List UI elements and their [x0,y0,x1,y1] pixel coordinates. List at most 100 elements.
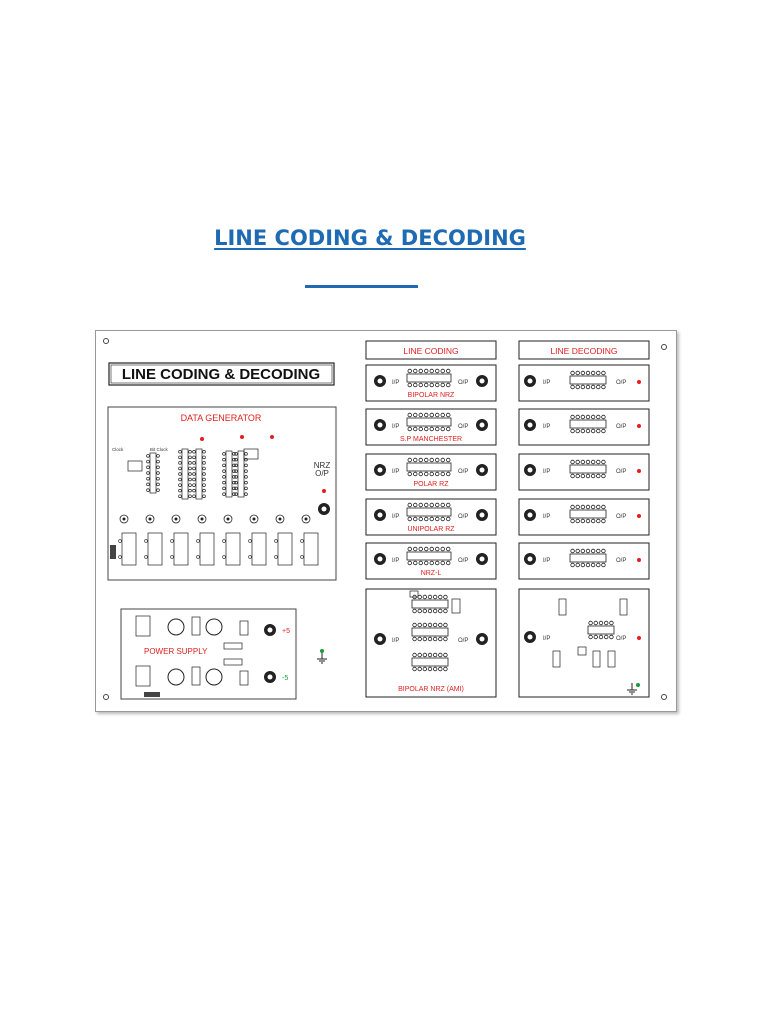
ip-label: I/P [392,638,399,644]
ic-pin [429,457,434,463]
socket-hole [527,556,533,562]
ic-pin [443,622,448,628]
ic-body [237,450,245,498]
ic-pin [407,368,412,374]
capacitor-icon [167,618,185,636]
pin [300,555,304,559]
led-socket-icon [171,514,181,524]
ic-pin [146,454,150,458]
ic-chip-icon [569,504,607,524]
ic-pin [417,652,422,658]
ic-body [195,448,203,500]
ic-pin [590,459,596,465]
ic-pin [440,412,445,418]
crystal-icon [127,460,143,472]
input-socket [524,419,536,431]
ic-pin [418,471,423,477]
ic-pin [440,546,445,552]
ic-pin [234,480,238,485]
ic-pin [604,620,609,626]
board-title-box [108,362,335,386]
ic-pin [580,548,586,554]
socket-hole [377,512,383,518]
ic-pin [590,473,596,479]
ic-body [411,599,449,609]
ic-pin [244,469,248,473]
ic-pin [443,666,448,672]
ic-pin [575,562,580,568]
output-socket [476,633,488,645]
ic-pin [585,548,591,554]
screw-icon [103,338,109,344]
op-label: O/P [458,469,468,475]
ic-pin [590,562,596,568]
ic-pin [407,412,412,418]
ic-pin [222,486,226,491]
block-name: UNIPOLAR RZ [407,526,455,533]
ic-chip-icon [411,622,449,642]
ic-pin [188,455,192,460]
ic-pin [432,636,438,642]
ic-pin [202,477,206,482]
ic-pin [601,370,606,376]
ic-pin [417,666,422,672]
ic-pin [413,471,418,477]
fuse-icon [239,670,249,686]
switch-icon [147,532,163,566]
ic-pin [585,562,591,568]
ic-pin [244,492,248,496]
ic-pin [222,452,226,456]
ic-pin [418,516,423,522]
ic-pin [585,370,591,376]
ic-pin [596,459,601,465]
ic-pin [244,480,248,485]
switch-icon [303,532,319,566]
nrz-label: NRZ [314,461,331,470]
ic-pin [222,492,226,496]
ic-pin [601,428,606,434]
led-icon [270,435,274,439]
ic-pin [609,620,614,626]
pin [118,555,122,559]
ic-pin [232,475,236,479]
ic-pin [407,560,412,566]
socket-hole [377,636,383,642]
ic-pin [590,518,596,524]
led-socket-icon [223,514,233,524]
block-frame [365,542,497,580]
capacitor-icon [577,646,587,656]
led-socket-center [122,517,126,521]
connector-icon [144,692,160,697]
board-svg: LINE CODING & DECODING DATA GENERATOR Cl… [103,338,667,700]
ic-pin [178,472,182,476]
ic-body [569,375,607,385]
ic-pin [446,546,451,552]
op-label: O/P [458,558,468,564]
resistor-icon [558,598,567,616]
ic-pin [580,473,586,479]
ic-pin [435,502,440,508]
ic-pin [590,414,596,420]
ic-pin [424,368,429,374]
minus-5-socket [264,671,276,683]
ic-pin [413,426,418,432]
line-coding-header: LINE CODING [403,346,458,356]
ic-pin [570,504,575,510]
ic-pin [570,548,575,554]
led-socket-center [278,517,282,521]
ic-pin [192,483,196,487]
ic-pin [424,546,429,552]
ic-pin [601,548,606,554]
ic-pin [435,471,440,477]
op-label: O/P [616,636,626,642]
ic-pin [575,518,580,524]
ic-pin [156,465,160,470]
led-icon [637,636,641,640]
ic-pin [443,594,448,600]
ic-pin [429,426,434,432]
